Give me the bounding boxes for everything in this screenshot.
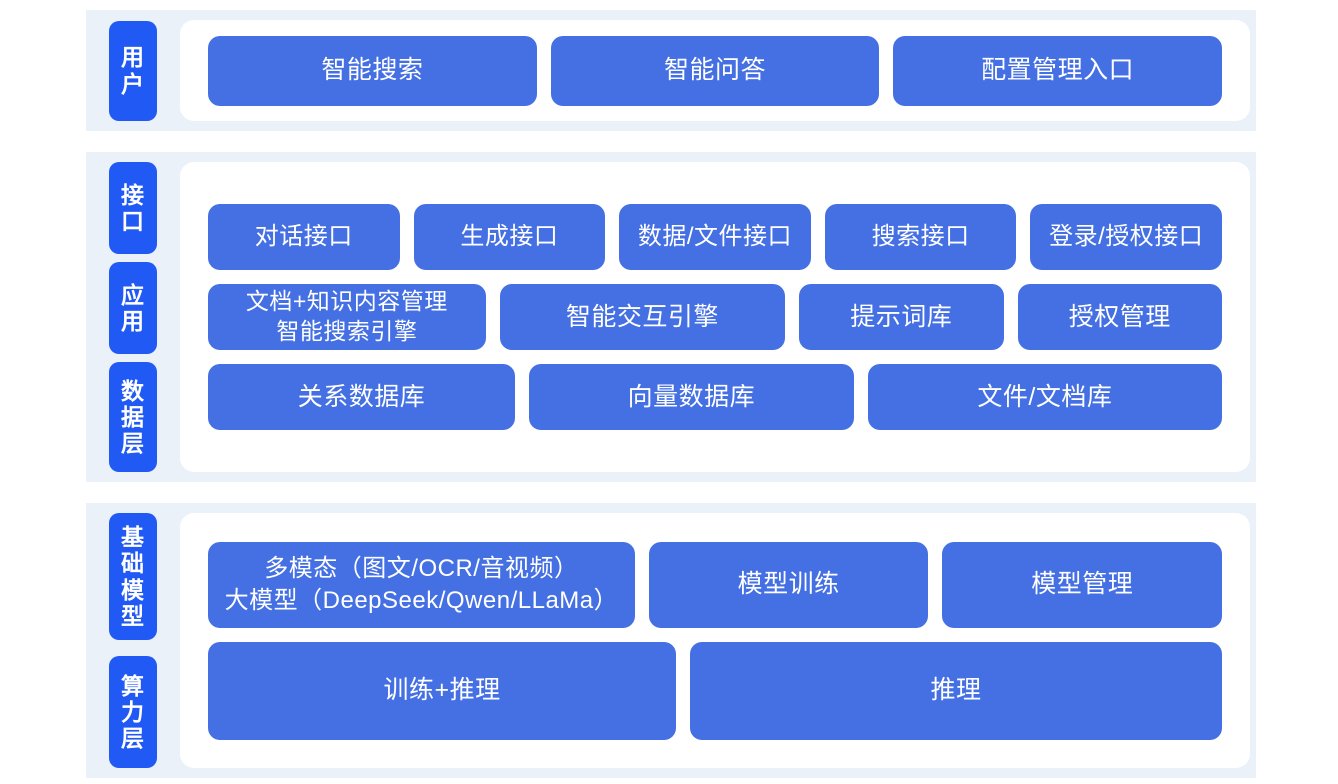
row-user-entries: 智能搜索 智能问答 配置管理入口 [208,35,1223,106]
box-multimodal-large-model-line2: 大模型（DeepSeek/Qwen/LLaMa） [224,586,619,614]
side-tag-application-label: 应用 [121,281,145,334]
box-relational-database[interactable]: 关系数据库 [208,364,516,430]
row-interface-apis: 对话接口 生成接口 数据/文件接口 搜索接口 登录/授权接口 [208,204,1222,270]
side-tag-user: 用户 [109,20,157,121]
tag-column-platform: 接口 应用 数据层 [86,152,180,482]
box-smart-qa[interactable]: 智能问答 [550,35,880,106]
box-doc-knowledge-management-line2: 智能搜索引擎 [276,318,418,344]
tag-column-infrastructure: 基础模型 算力层 [86,503,180,778]
row-data-stores: 关系数据库 向量数据库 文件/文档库 [208,364,1222,430]
box-config-management-entry[interactable]: 配置管理入口 [893,35,1223,106]
tag-column-user: 用户 [86,10,180,131]
box-model-management[interactable]: 模型管理 [942,541,1222,628]
box-dialog-api[interactable]: 对话接口 [208,204,400,270]
box-smart-interaction-engine[interactable]: 智能交互引擎 [499,284,785,350]
box-model-training[interactable]: 模型训练 [648,541,929,628]
box-smart-search[interactable]: 智能搜索 [208,35,537,106]
section-infrastructure-layer: 基础模型 算力层 多模态（图文/OCR/音视频） 大模型（DeepSeek/Qw… [86,503,1256,778]
side-tag-data-label: 数据层 [121,377,145,457]
side-tag-compute-label: 算力层 [121,672,145,752]
card-user-layer: 智能搜索 智能问答 配置管理入口 [180,20,1250,121]
side-tag-user-label: 用户 [121,44,145,97]
box-search-api[interactable]: 搜索接口 [824,204,1017,270]
box-doc-knowledge-management[interactable]: 文档+知识内容管理 智能搜索引擎 [208,284,486,350]
box-prompt-library[interactable]: 提示词库 [799,284,1004,350]
box-file-document-store[interactable]: 文件/文档库 [867,364,1222,430]
side-tag-interface-label: 接口 [121,181,145,234]
box-multimodal-large-model[interactable]: 多模态（图文/OCR/音视频） 大模型（DeepSeek/Qwen/LLaMa） [208,541,635,628]
box-multimodal-large-model-line1: 多模态（图文/OCR/音视频） [264,554,579,582]
side-tag-foundation-model-label: 基础模型 [121,524,145,629]
side-tag-foundation-model: 基础模型 [109,513,157,640]
row-application-modules: 文档+知识内容管理 智能搜索引擎 智能交互引擎 提示词库 授权管理 [208,284,1222,350]
row-model-modules: 多模态（图文/OCR/音视频） 大模型（DeepSeek/Qwen/LLaMa）… [208,541,1222,628]
box-training-and-inference[interactable]: 训练+推理 [208,641,677,740]
card-infrastructure-layer: 多模态（图文/OCR/音视频） 大模型（DeepSeek/Qwen/LLaMa）… [180,513,1250,768]
section-user-layer: 用户 智能搜索 智能问答 配置管理入口 [86,10,1256,131]
side-tag-data: 数据层 [109,362,157,472]
side-tag-compute: 算力层 [109,656,157,768]
side-tag-interface: 接口 [109,162,157,254]
card-platform-layer: 对话接口 生成接口 数据/文件接口 搜索接口 登录/授权接口 文档+知识内容管理… [180,162,1250,472]
box-generation-api[interactable]: 生成接口 [413,204,606,270]
box-inference[interactable]: 推理 [690,641,1222,740]
box-login-auth-api[interactable]: 登录/授权接口 [1030,204,1222,270]
box-doc-knowledge-management-line1: 文档+知识内容管理 [245,288,448,315]
section-platform-layer: 接口 应用 数据层 对话接口 生成接口 数据/文件接口 搜索接口 登录/授权接口… [86,152,1256,482]
box-authorization-management[interactable]: 授权管理 [1017,284,1222,350]
row-compute-modules: 训练+推理 推理 [208,641,1222,740]
side-tag-application: 应用 [109,262,157,354]
box-data-file-api[interactable]: 数据/文件接口 [619,204,811,270]
box-vector-database[interactable]: 向量数据库 [529,364,854,430]
